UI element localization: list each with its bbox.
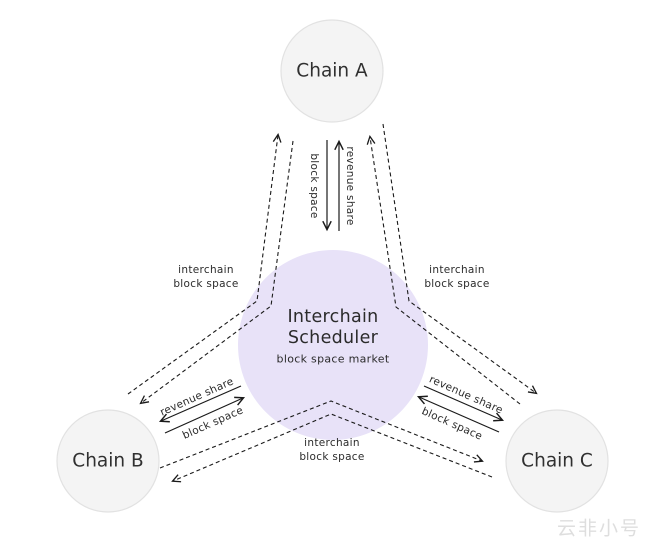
chain-b-label: Chain B — [72, 450, 144, 472]
chain-c-label: Chain C — [521, 450, 593, 472]
chain-a-circle — [280, 19, 384, 123]
dashed-route-a-to-c — [382, 123, 538, 395]
scheduler-title-line2: Scheduler — [287, 328, 379, 348]
chain-a-label: Chain A — [296, 60, 368, 82]
scheduler-circle — [238, 250, 428, 440]
interchain-block-space-label-bottom: interchain block space — [299, 436, 364, 464]
block-space-arrow-b-to-scheduler — [164, 396, 246, 434]
interchain-label-line1: interchain — [429, 264, 485, 276]
interchain-label-line2: block space — [424, 278, 490, 290]
dashed-route-a-to-b — [139, 140, 294, 405]
block-space-arrow-c-to-scheduler — [416, 395, 500, 433]
revenue-share-arrow-scheduler-to-c — [423, 385, 505, 422]
revenue-share-label-top: revenue share — [344, 146, 356, 226]
dashed-route-b-to-c — [159, 400, 484, 469]
interchain-block-space-label-right: interchain block space — [424, 263, 489, 291]
interchain-label-line1: interchain — [178, 264, 234, 276]
chain-c-circle — [505, 409, 609, 513]
revenue-share-arrow-scheduler-to-b — [158, 385, 242, 423]
dashed-route-c-to-a — [366, 134, 521, 405]
interchain-label-line2: block space — [299, 451, 365, 463]
interchain-label-line1: interchain — [304, 437, 360, 449]
watermark-text: 云非小号 — [556, 517, 642, 540]
scheduler-title-line1: Interchain — [287, 307, 379, 327]
interchain-block-space-label-left: interchain block space — [173, 263, 238, 291]
dashed-route-c-to-b — [171, 413, 493, 483]
scheduler-subtitle: block space market — [276, 352, 390, 366]
interchain-label-line2: block space — [173, 278, 239, 290]
block-space-label-top: block space — [308, 153, 320, 219]
chain-b-circle — [56, 409, 160, 513]
